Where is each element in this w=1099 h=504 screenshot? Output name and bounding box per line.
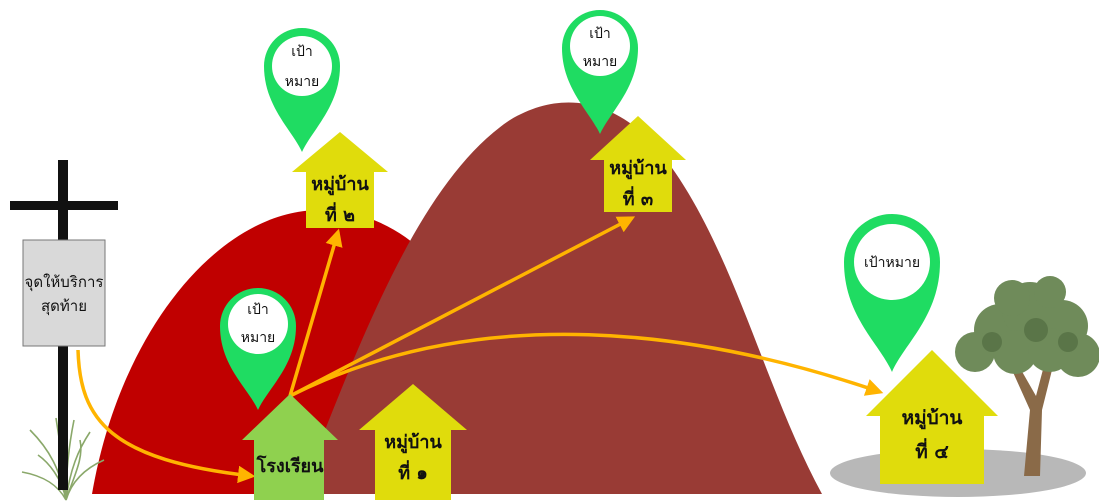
arrow-signpost-to-school [76, 349, 256, 484]
tree-trunk [1012, 358, 1054, 476]
pin-inner-circle [272, 36, 332, 96]
school-label: โรงเรียน [256, 455, 324, 477]
school-roof [242, 394, 338, 440]
village-4-label-line1: หมู่บ้าน [902, 407, 963, 430]
route-arrows [76, 216, 884, 484]
signpost-crossbar [10, 201, 118, 210]
pin-inner-circle [570, 16, 630, 76]
village-2-body [306, 172, 374, 228]
signpost-board [22, 239, 106, 347]
village-2-label-line1: หมู่บ้าน [311, 174, 369, 196]
hill-brown [300, 102, 822, 494]
arrow-school-to-village4 [289, 332, 884, 398]
village-4-roof [866, 350, 998, 416]
signpost: จุดให้บริการ สุดท้าย [10, 160, 118, 490]
village-4-body [880, 416, 984, 484]
pin-village-4-label: เป้าหมาย [864, 255, 920, 271]
village-1-body [375, 430, 451, 500]
school-house: โรงเรียน [242, 394, 338, 500]
village-3-house: หมู่บ้าน ที่ ๓ [590, 116, 686, 212]
pin-school-label-line2: หมาย [241, 330, 276, 346]
signpost-label-line1: จุดให้บริการ [25, 273, 104, 292]
pin-village-2-label-line2: หมาย [285, 74, 320, 90]
target-pin-village-3: เป้า หมาย [562, 10, 638, 134]
pin-inner-circle [228, 294, 288, 354]
village-1-house: หมู่บ้าน ที่ ๑ [359, 384, 467, 500]
school-body [254, 440, 324, 500]
pin-school-label-line1: เป้า [247, 302, 269, 318]
village-2-roof [292, 132, 388, 172]
pin-inner-circle [854, 224, 930, 300]
village-1-roof [359, 384, 467, 430]
arrow-school-to-village2 [288, 228, 343, 397]
pin-village-3-label-line1: เป้า [589, 26, 611, 42]
signpost-label-line2: สุดท้าย [41, 297, 87, 316]
village-2-house: หมู่บ้าน ที่ ๒ [292, 132, 388, 228]
target-pin-school: เป้า หมาย [220, 288, 296, 410]
target-pin-village-2: เป้า หมาย [264, 28, 340, 152]
village-1-label-line1: หมู่บ้าน [384, 432, 442, 454]
village-3-label-line1: หมู่บ้าน [609, 158, 667, 180]
village-3-body [604, 160, 672, 212]
village-3-label-line2: ที่ ๓ [623, 186, 653, 210]
village-3-roof [590, 116, 686, 160]
pin-village-2-label-line1: เป้า [291, 44, 313, 60]
village-4-label-line2: ที่ ๔ [915, 438, 949, 463]
arrow-school-to-village3 [289, 216, 636, 398]
tree [955, 276, 1099, 476]
village-2-label-line2: ที่ ๒ [325, 202, 355, 226]
target-pin-village-4: เป้าหมาย [844, 214, 940, 372]
village-4-house: หมู่บ้าน ที่ ๔ [866, 350, 998, 484]
pin-village-3-label-line2: หมาย [583, 54, 618, 70]
village-1-label-line2: ที่ ๑ [398, 460, 428, 484]
